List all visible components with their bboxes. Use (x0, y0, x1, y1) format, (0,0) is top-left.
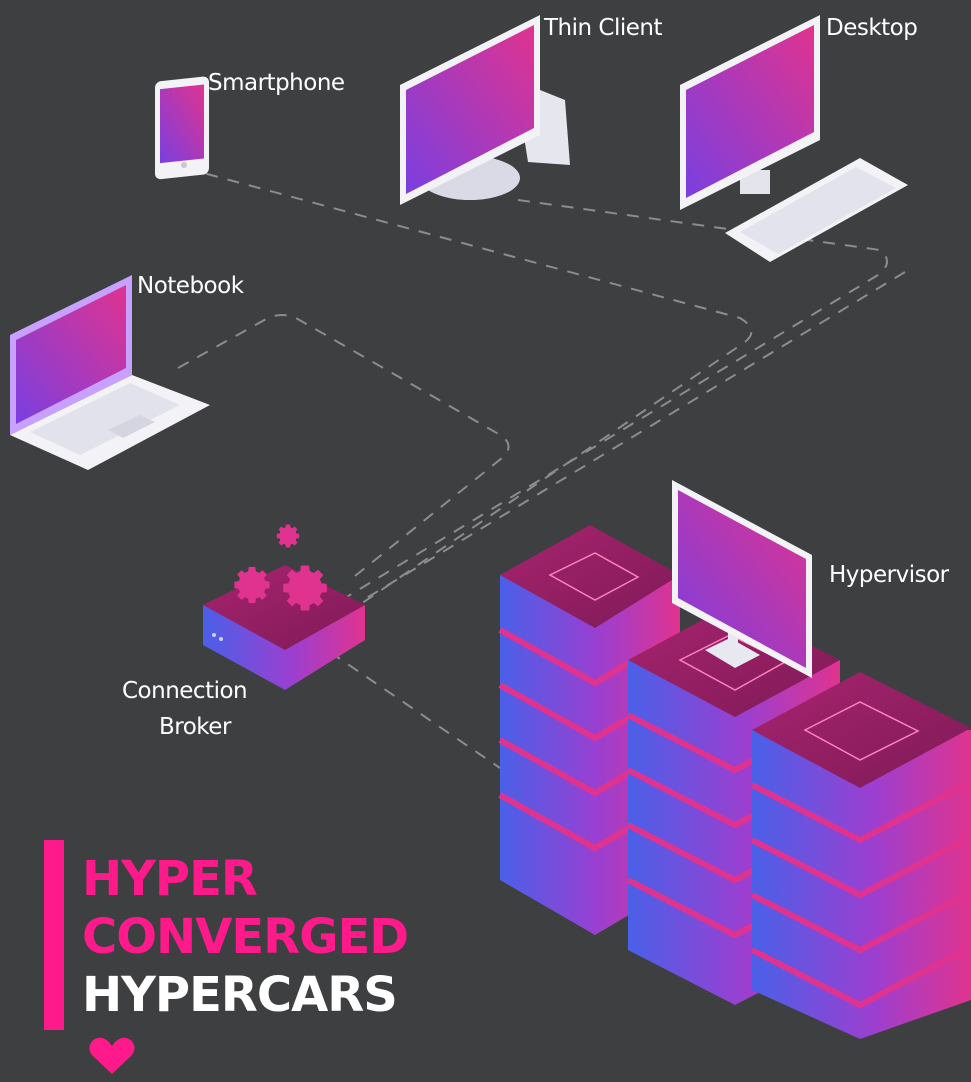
heart-icon (89, 1037, 135, 1074)
server-stack-right (750, 672, 971, 1039)
link-smartphone (184, 167, 753, 611)
thin-client-device (400, 15, 570, 205)
label-hypervisor: Hypervisor (829, 562, 949, 588)
link-desktop (359, 271, 906, 603)
label-connection-broker-line1: Connection (122, 678, 248, 704)
logo-line-hyper: HYPER (82, 851, 258, 907)
logo-line-hypercars-text: HYPERCARS (82, 967, 398, 1023)
hypervisor-monitor (672, 480, 812, 678)
link-hypervisor (329, 651, 501, 769)
link-notebook (177, 314, 510, 581)
label-desktop: Desktop (826, 15, 918, 41)
logo-line-hypercars: HYPERCARS (82, 966, 408, 1082)
logo-line-converged: CONVERGED (82, 909, 409, 965)
label-smartphone: Smartphone (208, 70, 345, 96)
label-connection-broker-line2: Broker (159, 714, 231, 740)
connection-broker-device (203, 524, 365, 690)
link-thin-client (344, 199, 888, 599)
notebook-device (10, 275, 210, 470)
logo-accent-bar (44, 840, 64, 1030)
connection-lines (177, 167, 906, 769)
diagram-canvas (10, 15, 971, 1039)
label-notebook: Notebook (137, 273, 244, 299)
smartphone-device (155, 76, 209, 180)
desktop-device (680, 15, 908, 262)
label-thin-client: Thin Client (544, 15, 663, 41)
